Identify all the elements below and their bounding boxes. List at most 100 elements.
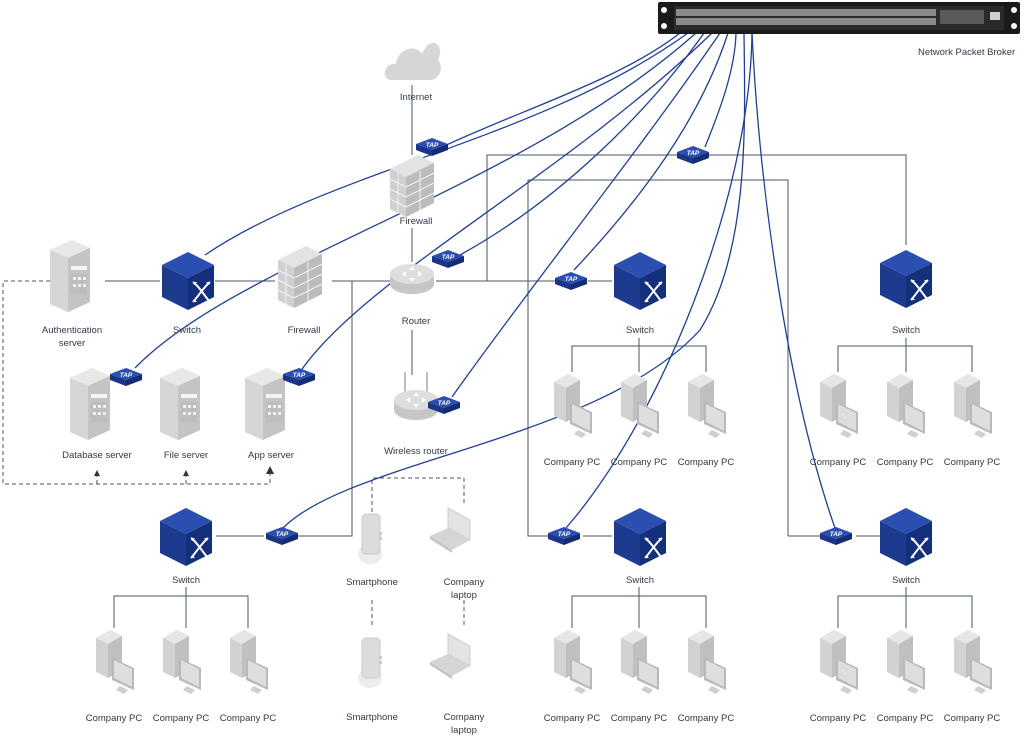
tap-icon	[555, 272, 587, 290]
company-pc-label: Company PC	[611, 713, 668, 724]
company-pc[interactable]	[554, 630, 592, 694]
internet-cloud[interactable]	[384, 42, 441, 80]
company-pc[interactable]	[163, 630, 201, 694]
company-pc[interactable]	[554, 374, 592, 438]
company-pc[interactable]	[621, 630, 659, 694]
router[interactable]	[390, 264, 434, 294]
tap-router[interactable]	[432, 250, 464, 268]
network-packet-broker[interactable]	[658, 2, 1020, 34]
authentication-server[interactable]	[50, 240, 90, 312]
database-server[interactable]	[70, 368, 110, 440]
pc-groups: Company PC Company PC Company PC Company PC…	[86, 374, 1001, 724]
company-pc-label: Company PC	[877, 457, 934, 468]
smartphone-2-label: Smartphone	[346, 712, 398, 723]
company-pc-label: Company PC	[153, 713, 210, 724]
tap-firewall[interactable]	[416, 138, 448, 156]
laptop-2[interactable]	[429, 633, 471, 680]
pc-icon	[688, 630, 726, 694]
firewall-left[interactable]	[277, 245, 323, 309]
switch-mid-top-label: Switch	[626, 325, 654, 336]
company-pc[interactable]	[688, 630, 726, 694]
tap-icon	[432, 250, 464, 268]
tap-switch-mid-bottom[interactable]	[548, 527, 580, 545]
pc-icon	[96, 630, 134, 694]
pc-icon	[887, 630, 925, 694]
company-pc-label: Company PC	[944, 713, 1001, 724]
cloud-icon	[384, 42, 441, 80]
company-pc-label: Company PC	[220, 713, 277, 724]
app-server[interactable]	[245, 368, 285, 440]
laptop-1-label-1: Company	[444, 577, 485, 588]
smartphone-1[interactable]	[357, 513, 383, 565]
firewall-icon	[277, 245, 323, 309]
company-pc[interactable]	[887, 374, 925, 438]
firewall-top[interactable]	[389, 154, 435, 218]
switch-right-bottom[interactable]	[879, 507, 933, 567]
company-pc-label: Company PC	[544, 713, 601, 724]
company-pc-label: Company PC	[611, 457, 668, 468]
tap-icon	[416, 138, 448, 156]
laptop-1[interactable]	[429, 507, 471, 554]
smartphone-icon	[357, 637, 383, 689]
pc-icon	[163, 630, 201, 694]
switch-bottom-left[interactable]	[159, 507, 213, 567]
server-icon	[50, 240, 90, 312]
wireless-router[interactable]	[394, 372, 438, 420]
arrow-icon	[94, 470, 100, 476]
tap-switch-right-bottom[interactable]	[820, 527, 852, 545]
pc-icon	[554, 374, 592, 438]
switch-mid-bottom[interactable]	[613, 507, 667, 567]
switch-right-top-label: Switch	[892, 325, 920, 336]
company-pc[interactable]	[96, 630, 134, 694]
server-icon	[70, 368, 110, 440]
db-server-label: Database server	[62, 450, 132, 461]
company-pc-label: Company PC	[810, 457, 867, 468]
company-pc[interactable]	[954, 374, 992, 438]
switch-right-bot-label: Switch	[892, 575, 920, 586]
switch-icon	[879, 507, 933, 567]
arrow-icon	[266, 466, 274, 474]
laptop-2-label-2: laptop	[451, 725, 477, 736]
smartphone-2[interactable]	[357, 637, 383, 689]
tap-app-server[interactable]	[283, 368, 315, 386]
switch-icon	[613, 507, 667, 567]
company-pc[interactable]	[820, 374, 858, 438]
network-links	[105, 85, 973, 628]
company-pc-label: Company PC	[678, 713, 735, 724]
laptop-icon	[429, 507, 471, 554]
switch-core[interactable]	[161, 251, 215, 311]
switch-icon	[159, 507, 213, 567]
tap-icon	[820, 527, 852, 545]
tap-icon	[677, 146, 709, 164]
server-icon	[245, 368, 285, 440]
auth-server-label-1: Authentication	[42, 325, 102, 336]
pc-icon	[554, 630, 592, 694]
pc-icon	[954, 374, 992, 438]
file-server-label: File server	[164, 450, 208, 461]
company-pc[interactable]	[688, 374, 726, 438]
company-pc[interactable]	[954, 630, 992, 694]
pc-icon	[820, 374, 858, 438]
company-pc[interactable]	[887, 630, 925, 694]
company-pc[interactable]	[230, 630, 268, 694]
internet-label: Internet	[400, 92, 433, 103]
tap-icon	[283, 368, 315, 386]
firewall-left-label: Firewall	[288, 325, 321, 336]
tap-right-uplink[interactable]	[677, 146, 709, 164]
company-pc-label: Company PC	[944, 457, 1001, 468]
file-server[interactable]	[160, 368, 200, 440]
tap-switch-bottom-left[interactable]	[266, 527, 298, 545]
company-pc[interactable]	[820, 630, 858, 694]
company-pc[interactable]	[621, 374, 659, 438]
switch-right-top[interactable]	[879, 249, 933, 309]
tap-db-server[interactable]	[110, 368, 142, 386]
switch-mid-top[interactable]	[613, 251, 667, 311]
company-pc-label: Company PC	[810, 713, 867, 724]
switch-mid-bot-label: Switch	[626, 575, 654, 586]
pc-icon	[621, 630, 659, 694]
laptop-2-label-1: Company	[444, 712, 485, 723]
npb-label: Network Packet Broker	[918, 47, 1015, 58]
tap-switch-mid-top[interactable]	[555, 272, 587, 290]
smartphone-1-label: Smartphone	[346, 577, 398, 588]
laptop-icon	[429, 633, 471, 680]
